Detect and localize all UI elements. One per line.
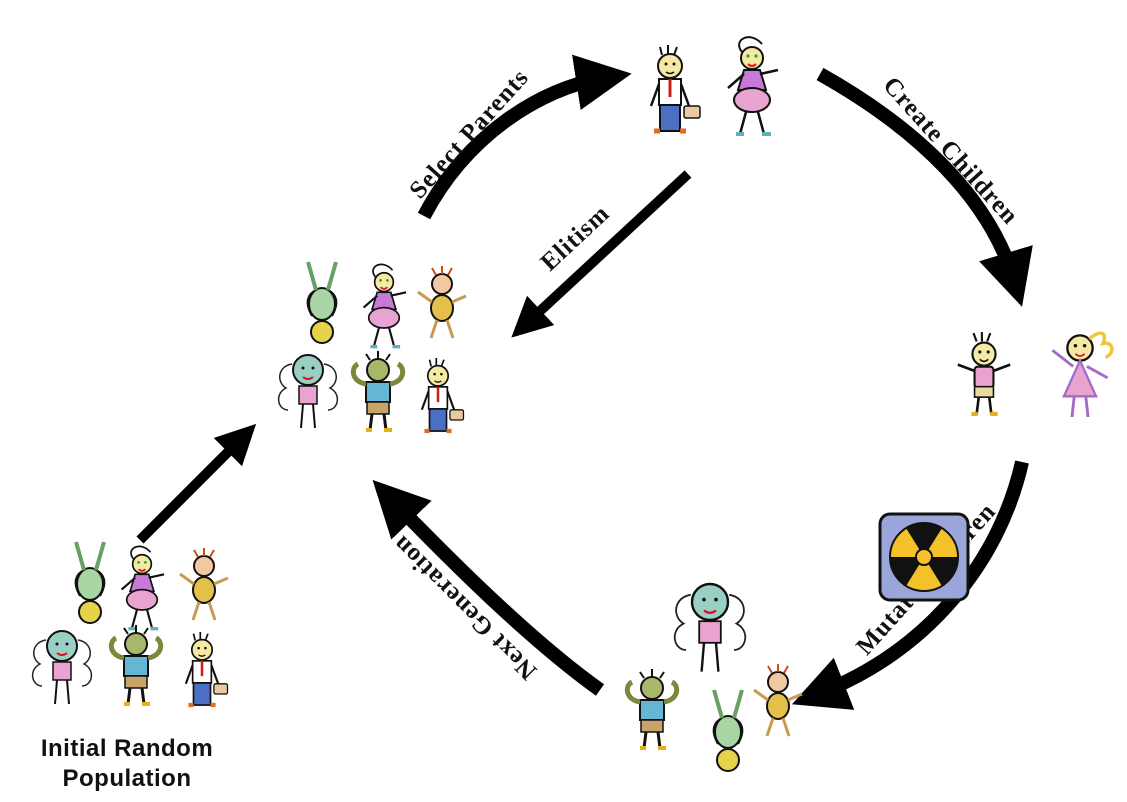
create-children-arrow — [816, 67, 1033, 307]
elitism-label: Elitism — [536, 200, 615, 277]
children-figure-icon — [958, 332, 1114, 419]
initial-to-population-arrow — [136, 423, 257, 544]
radiation-hazard-icon — [878, 512, 970, 602]
parents-figure-icon — [651, 35, 780, 136]
elitism-arrow — [511, 170, 692, 338]
initial-population-caption-line2: Population — [62, 765, 192, 792]
next-generation-arrow — [372, 479, 605, 696]
select-parents-label: Select Parents — [404, 64, 534, 204]
population-figures-icon — [277, 260, 468, 431]
initial-population-caption-line1: Initial Random — [40, 735, 214, 762]
create-children-label: Create Children — [878, 72, 1024, 230]
initial-population-caption: Initial Random Population — [12, 734, 242, 794]
select-parents-arrow — [417, 54, 632, 220]
next-generation-label: Next Generation — [387, 530, 542, 685]
initial-population-figures-icon — [31, 540, 228, 705]
next-generation-figures-icon — [627, 582, 804, 773]
